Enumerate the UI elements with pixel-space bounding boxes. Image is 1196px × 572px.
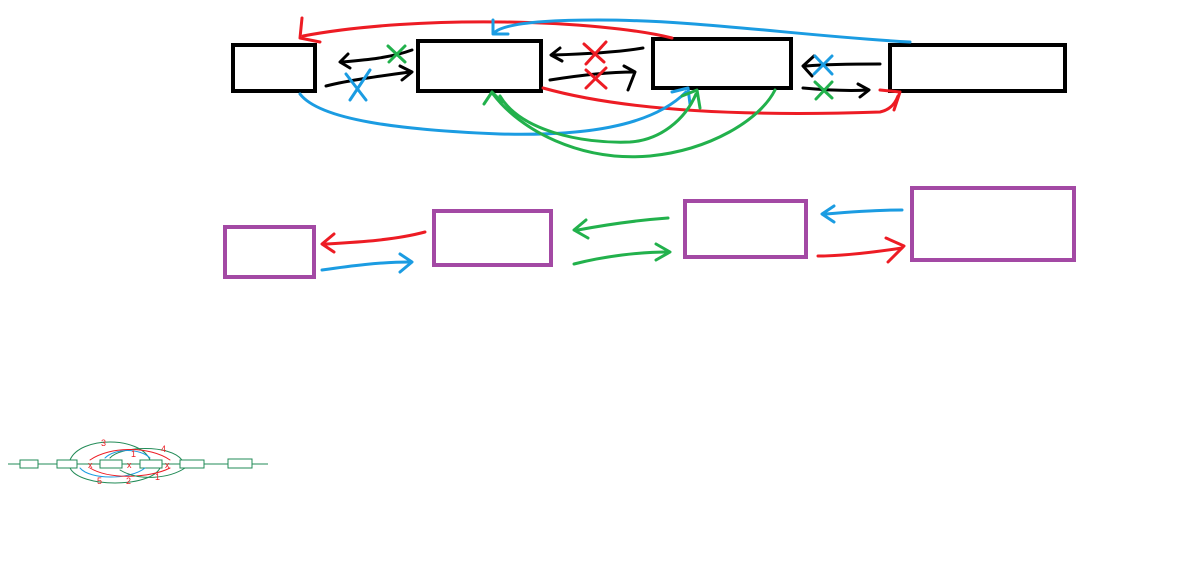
prev-arrow-c-b-head: [549, 46, 564, 63]
node-b: [416, 39, 543, 93]
thumb-arc-green-1: [69, 441, 151, 461]
next-arrow-b-c-head: [622, 64, 637, 92]
thumb-node-5: [179, 459, 205, 469]
thumb-label-2: 2: [126, 476, 131, 486]
thumb-label-3: 3: [101, 438, 106, 448]
before-diagram: [231, 16, 1067, 159]
node-1: [223, 225, 316, 279]
green-c-to-b-head: [482, 90, 504, 106]
prev-arrow-d-c: [804, 62, 882, 68]
blue-d-to-b: [493, 18, 912, 44]
green-rewire-links: [482, 88, 777, 159]
thumb-label-4: 4: [161, 444, 166, 454]
green-c-to-b: [491, 88, 777, 159]
blue-next-1-2-head: [398, 252, 414, 274]
green-x-ab: [386, 44, 407, 64]
after-diagram: [223, 186, 1076, 279]
blue-d-to-b-head: [491, 18, 510, 36]
next-arrow-c-d-head: [856, 82, 871, 99]
black-links: [324, 46, 882, 99]
thumb-arc-blue-1: [104, 450, 151, 459]
green-prev-3-2: [576, 216, 670, 232]
thumb-label-5: 5: [97, 476, 102, 486]
thumb-x-1: x: [88, 460, 93, 470]
thumb-label-1b: 1: [155, 472, 160, 482]
prev-arrow-d-c-head: [801, 54, 816, 78]
thumb-arc-green-4: [119, 467, 186, 478]
green-b-to-c: [498, 92, 698, 144]
green-prev-3-2-head: [572, 218, 590, 240]
green-next-2-3-head: [654, 242, 672, 262]
node-4: [910, 186, 1076, 262]
next-arrow-a-b-head: [398, 64, 414, 82]
node-2: [432, 209, 553, 267]
thumb-node-3: [99, 459, 123, 469]
thumb-node-2: [56, 459, 78, 469]
thumb-labels: 3 1 4 5 2 1 x x x: [88, 438, 170, 486]
red-next-3-4: [816, 246, 904, 258]
red-rewire-links: [298, 16, 902, 115]
red-x-bc-top: [582, 40, 608, 66]
blue-x-ab: [344, 68, 372, 102]
thumb-arc-red-2: [89, 449, 171, 461]
cross-marks: [344, 40, 834, 102]
node-3: [683, 199, 808, 259]
blue-prev-4-3-head: [820, 204, 836, 224]
red-next-3-4-head: [884, 236, 906, 264]
red-x-bc-bottom: [584, 66, 608, 90]
thumb-arc-blue-2: [79, 467, 146, 478]
node-d: [888, 43, 1067, 93]
thumb-arc-green-3: [109, 448, 183, 461]
blue-next-1-2: [320, 260, 412, 272]
blue-x-cd: [812, 54, 834, 76]
thumb-x-2: x: [127, 460, 132, 470]
green-b-to-c-head: [680, 88, 702, 110]
prev-arrow-c-b: [551, 46, 645, 57]
thumb-arc-red-1: [89, 467, 171, 477]
blue-rewire-links: [298, 18, 912, 136]
thumb-arcs: [69, 441, 186, 484]
blue-a-to-c-head: [670, 86, 692, 106]
red-prev-2-1-head: [320, 232, 336, 254]
thumb-node-1: [19, 459, 39, 469]
prev-arrow-b-a-head: [338, 52, 352, 70]
thumb-label-1a: 1: [131, 449, 136, 459]
red-d-to-a: [301, 20, 674, 40]
thumbnail-diagram: 3 1 4 5 2 1 x x x: [8, 438, 268, 486]
node-a: [231, 43, 317, 93]
prev-arrow-b-a: [340, 48, 414, 64]
red-prev-2-1: [324, 230, 427, 246]
thumb-node-4: [139, 459, 163, 469]
red-b-to-d-head: [878, 88, 902, 112]
red-b-to-d: [541, 86, 900, 115]
red-d-to-a-head: [298, 16, 322, 44]
blue-prev-4-3: [824, 208, 904, 216]
green-next-2-3: [572, 250, 670, 266]
next-arrow-c-d: [801, 86, 870, 92]
after-links: [320, 204, 906, 274]
green-x-cd: [813, 80, 834, 101]
blue-a-to-c: [298, 90, 688, 136]
thumb-x-3: x: [165, 460, 170, 470]
node-c: [651, 37, 793, 90]
thumb-node-6: [227, 458, 253, 469]
